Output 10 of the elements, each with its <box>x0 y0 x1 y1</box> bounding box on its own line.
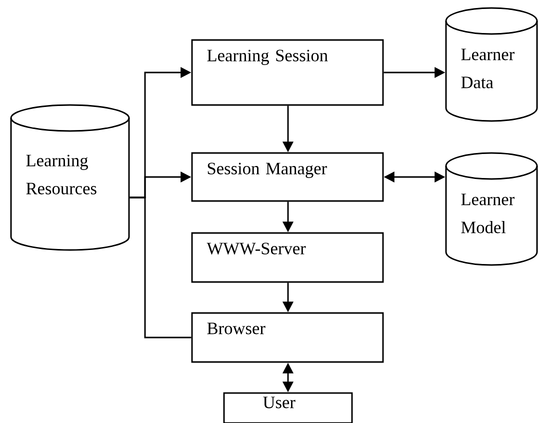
process-box: User <box>223 392 353 423</box>
process-box: Learning Session <box>191 39 384 106</box>
database-cylinder: Learner Data <box>445 7 538 122</box>
database-cylinder: Learner Model <box>445 152 538 266</box>
node-label: Learner Model <box>461 194 514 234</box>
process-box: Session Manager <box>191 152 384 202</box>
node-label: Learner Data <box>461 48 514 88</box>
database-cylinder: Learning Resources <box>10 104 130 251</box>
process-box: Browser <box>191 312 384 363</box>
process-box: WWW-Server <box>191 232 384 283</box>
